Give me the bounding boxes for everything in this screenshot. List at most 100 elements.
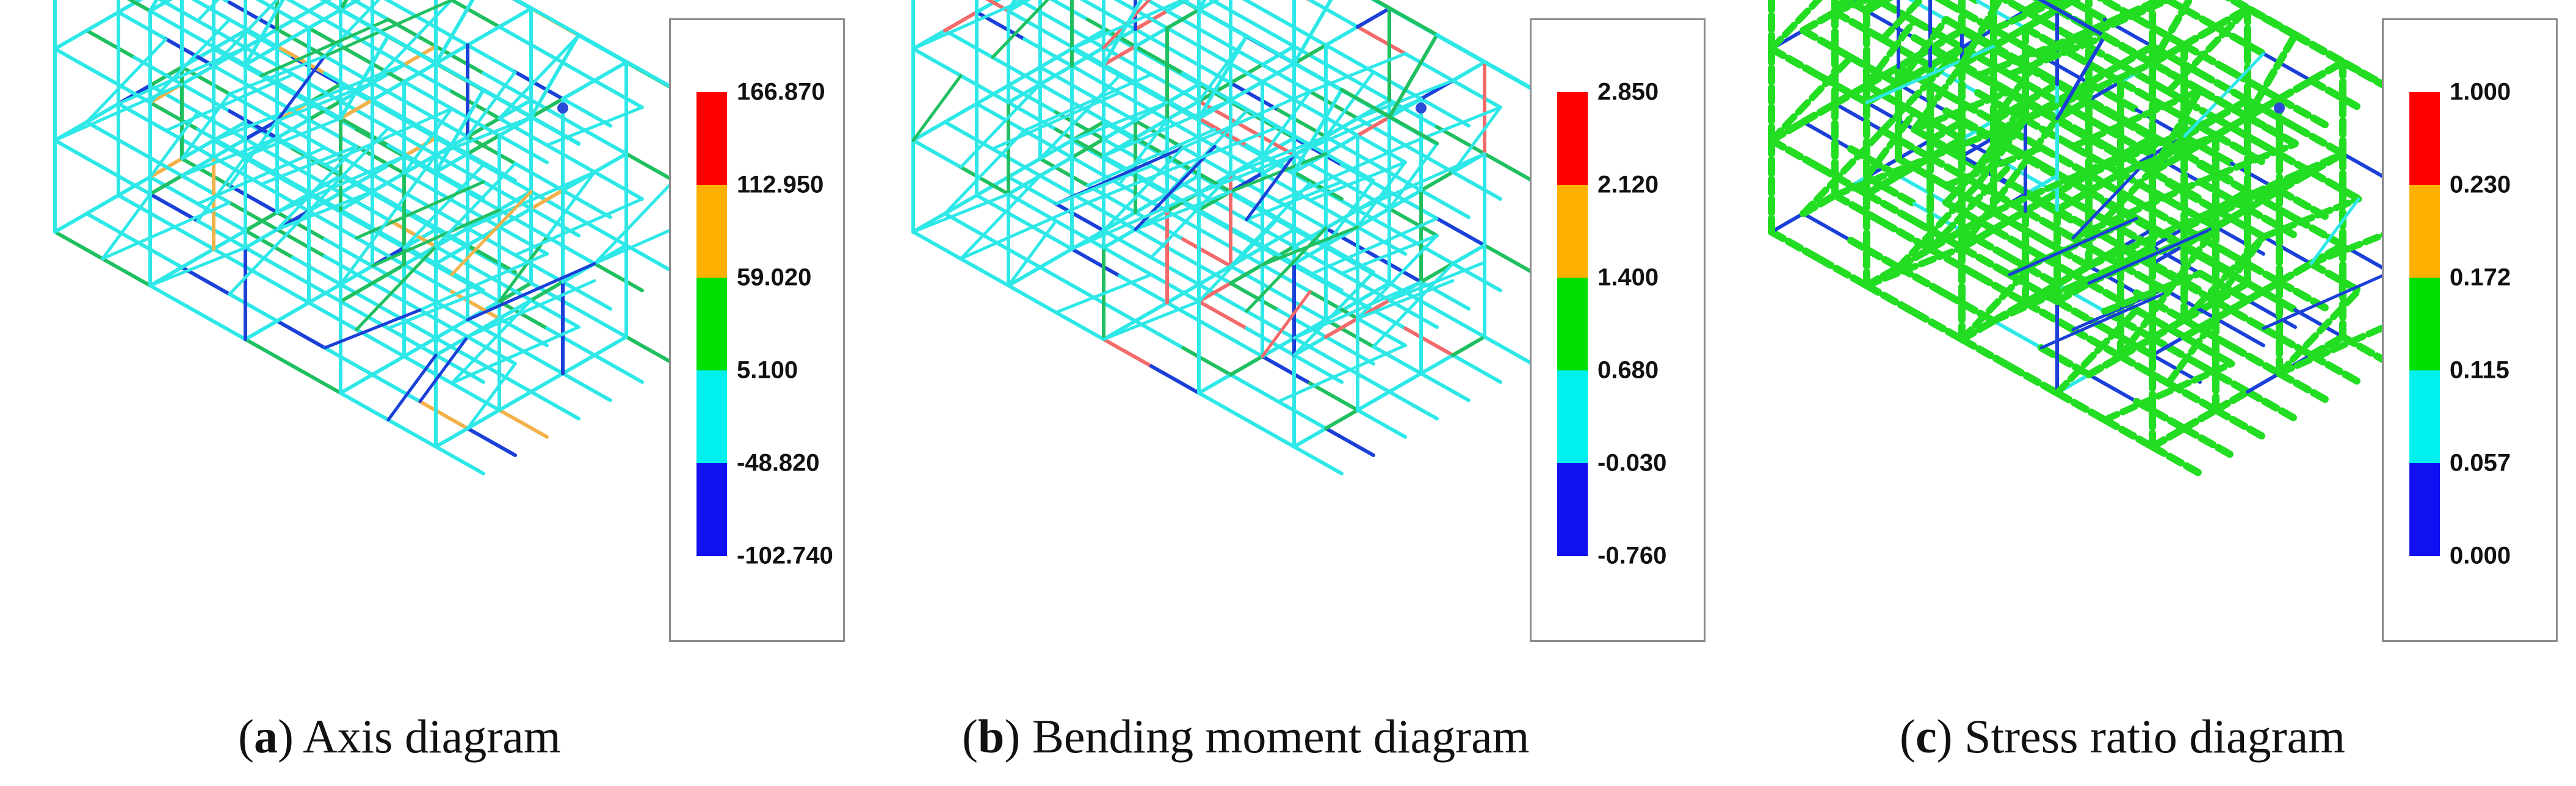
frame-member (402, 107, 454, 175)
frame-member (1403, 52, 1455, 82)
frame-member (593, 335, 628, 357)
frame-member (1831, 192, 1886, 226)
frame-member (1149, 73, 1201, 103)
frame-member (323, 107, 454, 167)
frame-member (2212, 150, 2346, 214)
frame-member (291, 73, 342, 103)
frame-member (2149, 86, 2204, 176)
frame-member (244, 117, 342, 158)
frame-member (1038, 64, 1074, 86)
frame-member (466, 152, 517, 182)
frame-member (1387, 142, 1439, 211)
frame-member (1387, 33, 1439, 119)
frame-member (1292, 262, 1344, 292)
frame-member (402, 62, 438, 84)
frame-member (53, 212, 89, 234)
frame-member (2165, 315, 2220, 387)
frame-member (1165, 301, 1217, 331)
frame-member (180, 136, 279, 178)
frame-member (180, 265, 231, 296)
frame-member (1007, 82, 1042, 104)
legend-value-label: 59.020 (737, 264, 812, 291)
frame-member (434, 243, 469, 265)
frame-member (2212, 297, 2251, 322)
frame-member (2069, 326, 2124, 360)
frame-member (1007, 174, 1042, 196)
frame-member (1879, 0, 1925, 43)
frame-member (466, 134, 501, 156)
frame-member (2182, 52, 2265, 139)
caption-text: Bending moment diagram (1032, 710, 1530, 763)
frame-member (1356, 7, 1391, 29)
frame-member (1451, 262, 1502, 292)
axis-force-color-scale (696, 92, 727, 556)
frame-member (2053, 389, 2108, 424)
frame-member (1181, 90, 1312, 150)
frame-member (959, 82, 1042, 169)
axis-force-frame-model (53, 0, 671, 475)
frame-member (1261, 263, 1312, 294)
frame-member (164, 37, 215, 68)
frame-member (402, 171, 454, 202)
frame-member (2149, 443, 2204, 477)
frame-member (291, 364, 342, 395)
frame-member (1911, 309, 1966, 343)
frame-member (371, 80, 406, 102)
frame-member (148, 174, 184, 196)
frame-member (1324, 70, 1375, 139)
frame-member (1292, 43, 1328, 65)
frame-member (1483, 335, 1530, 365)
frame-member (593, 262, 644, 292)
frame-member (1895, 181, 1981, 271)
frame-member (497, 408, 549, 439)
frame-member (2038, 144, 2093, 178)
frame-member (228, 292, 279, 323)
frame-member (1007, 9, 1058, 40)
frame-member (2149, 0, 2194, 67)
frame-member (2246, 372, 2281, 394)
frame-member (1419, 97, 1471, 128)
frame-member (2212, 115, 2267, 149)
frame-member (371, 355, 406, 377)
frame-member (1261, 355, 1312, 385)
frame-member (180, 157, 231, 187)
frame-member (1990, 226, 2045, 260)
frame-member (371, 0, 454, 85)
frame-member (244, 319, 279, 341)
frame-member (371, 81, 422, 112)
frame-member (975, 102, 1026, 132)
frame-member (1134, 118, 1169, 140)
frame-member (513, 0, 581, 37)
frame-member (320, 0, 390, 38)
frame-member (1770, 212, 1805, 234)
frame-member (386, 34, 485, 92)
frame-member (1895, 155, 1950, 189)
frame-member (323, 146, 374, 176)
frame-member (275, 145, 358, 231)
frame-member (244, 45, 279, 67)
frame-member (2180, 333, 2235, 367)
legend-band (696, 185, 727, 278)
frame-member (157, 0, 200, 23)
frame-member (212, 0, 279, 68)
frame-member (2166, 290, 2218, 320)
frame-member (1768, 228, 1823, 262)
frame-member (1245, 218, 1296, 248)
frame-member (466, 135, 517, 165)
frame-member (1054, 273, 1153, 314)
frame-member (1102, 228, 1137, 250)
frame-member (911, 47, 963, 78)
frame-member (577, 125, 628, 156)
frame-member (1356, 79, 1455, 120)
frame-member (1976, 0, 2027, 30)
frame-member (180, 247, 215, 269)
frame-member (1990, 261, 2124, 325)
frame-member (2180, 41, 2235, 76)
frame-member (117, 193, 168, 224)
frame-member (212, 64, 263, 95)
frame-member (1149, 90, 1201, 120)
frame-member (1102, 63, 1153, 93)
frame-member (513, 197, 644, 257)
frame-member (1213, 236, 1264, 267)
support-node (2274, 103, 2285, 114)
